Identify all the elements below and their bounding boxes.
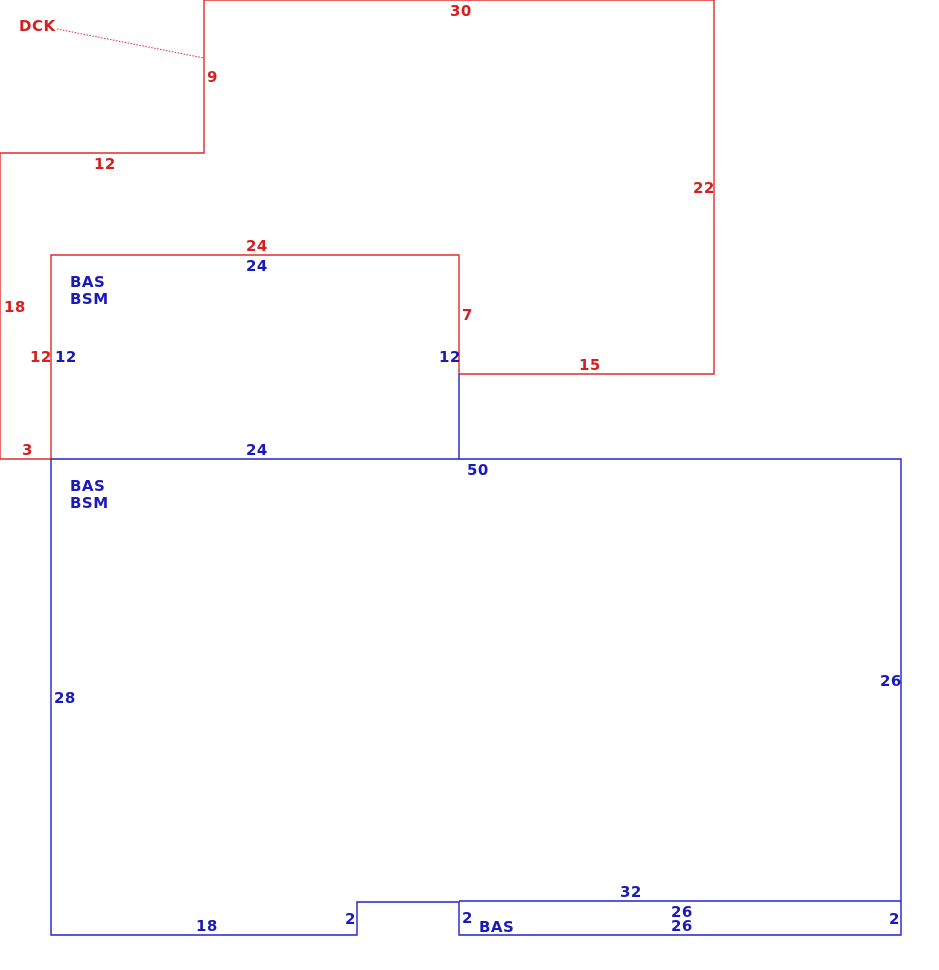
upper-room-dim-top: 24 — [246, 257, 268, 275]
deck-dim-left-upper: 9 — [207, 68, 218, 86]
deck-label: DCK — [19, 17, 56, 35]
deck-boundary — [0, 0, 715, 460]
upper-room-dim-bottom: 24 — [246, 441, 268, 459]
main-room-label-bas: BAS — [70, 477, 105, 495]
main-room-label-bsm: BSM — [70, 494, 109, 512]
main-room-dim-notch-left: 2 — [345, 910, 356, 928]
main-room-dim-top: 50 — [467, 461, 489, 479]
deck-label-leader — [56, 28, 205, 59]
upper-room-label-bsm: BSM — [70, 290, 109, 308]
deck-dim-bottom-left: 3 — [22, 441, 33, 459]
deck-dim-top: 30 — [450, 2, 472, 20]
main-room-boundary — [50, 458, 902, 936]
deck-dim-right: 22 — [693, 179, 715, 197]
strip-dim-left: 2 — [462, 909, 473, 927]
main-room-dim-left: 28 — [54, 689, 76, 707]
strip-dim-top-inner: 26 — [671, 903, 693, 921]
main-room-dim-right: 26 — [880, 672, 902, 690]
deck-dim-outer-left: 18 — [4, 298, 26, 316]
upper-room-label-bas: BAS — [70, 273, 105, 291]
deck-dim-left-step: 12 — [94, 155, 116, 173]
deck-dim-inner-left: 12 — [30, 348, 52, 366]
upper-room-dim-right: 12 — [439, 348, 461, 366]
strip-label-bas: BAS — [479, 918, 514, 936]
deck-dim-inner-top: 24 — [246, 237, 268, 255]
main-room-outline — [50, 458, 902, 936]
deck-outline — [0, 0, 715, 460]
deck-dim-bottom-step: 15 — [579, 356, 601, 374]
strip-dim-bottom: 26 — [671, 917, 693, 935]
strip-dim-top: 32 — [620, 883, 642, 901]
main-room-dim-bottom-left: 18 — [196, 917, 218, 935]
strip-dim-right: 2 — [889, 910, 900, 928]
deck-dim-inner-right: 7 — [462, 306, 473, 324]
upper-room-dim-left: 12 — [55, 348, 77, 366]
